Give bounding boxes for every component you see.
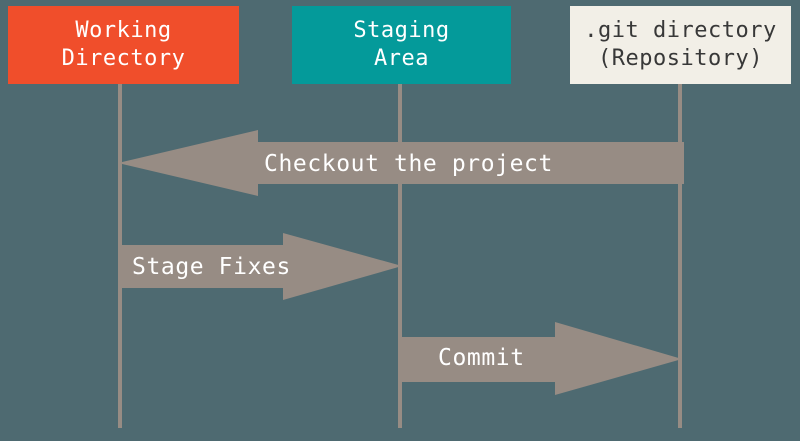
arrow-checkout-shape	[118, 130, 684, 196]
node-working-directory-line1: Working	[75, 17, 172, 43]
arrow-commit-label: Commit	[438, 345, 525, 371]
arrow-checkout-label: Checkout the project	[264, 151, 553, 177]
arrow-stage-fixes	[118, 233, 402, 300]
arrow-commit	[398, 322, 682, 395]
arrow-stage-fixes-shape	[118, 233, 402, 300]
node-git-directory[interactable]: .git directory (Repository)	[570, 6, 791, 84]
arrow-checkout	[118, 130, 684, 196]
node-staging-area-line2: Area	[374, 46, 429, 71]
node-working-directory[interactable]: Working Directory	[8, 6, 239, 84]
node-git-directory-line2: (Repository)	[598, 46, 763, 71]
node-working-directory-line2: Directory	[61, 46, 186, 71]
arrow-stage-fixes-label: Stage Fixes	[132, 254, 291, 280]
node-staging-area-line1: Staging	[353, 17, 450, 43]
lifeline-git-directory	[678, 84, 682, 428]
node-git-directory-line1: .git directory	[584, 17, 777, 43]
arrow-commit-shape	[398, 322, 682, 395]
node-staging-area[interactable]: Staging Area	[292, 6, 511, 84]
lifeline-staging-area	[398, 84, 402, 428]
